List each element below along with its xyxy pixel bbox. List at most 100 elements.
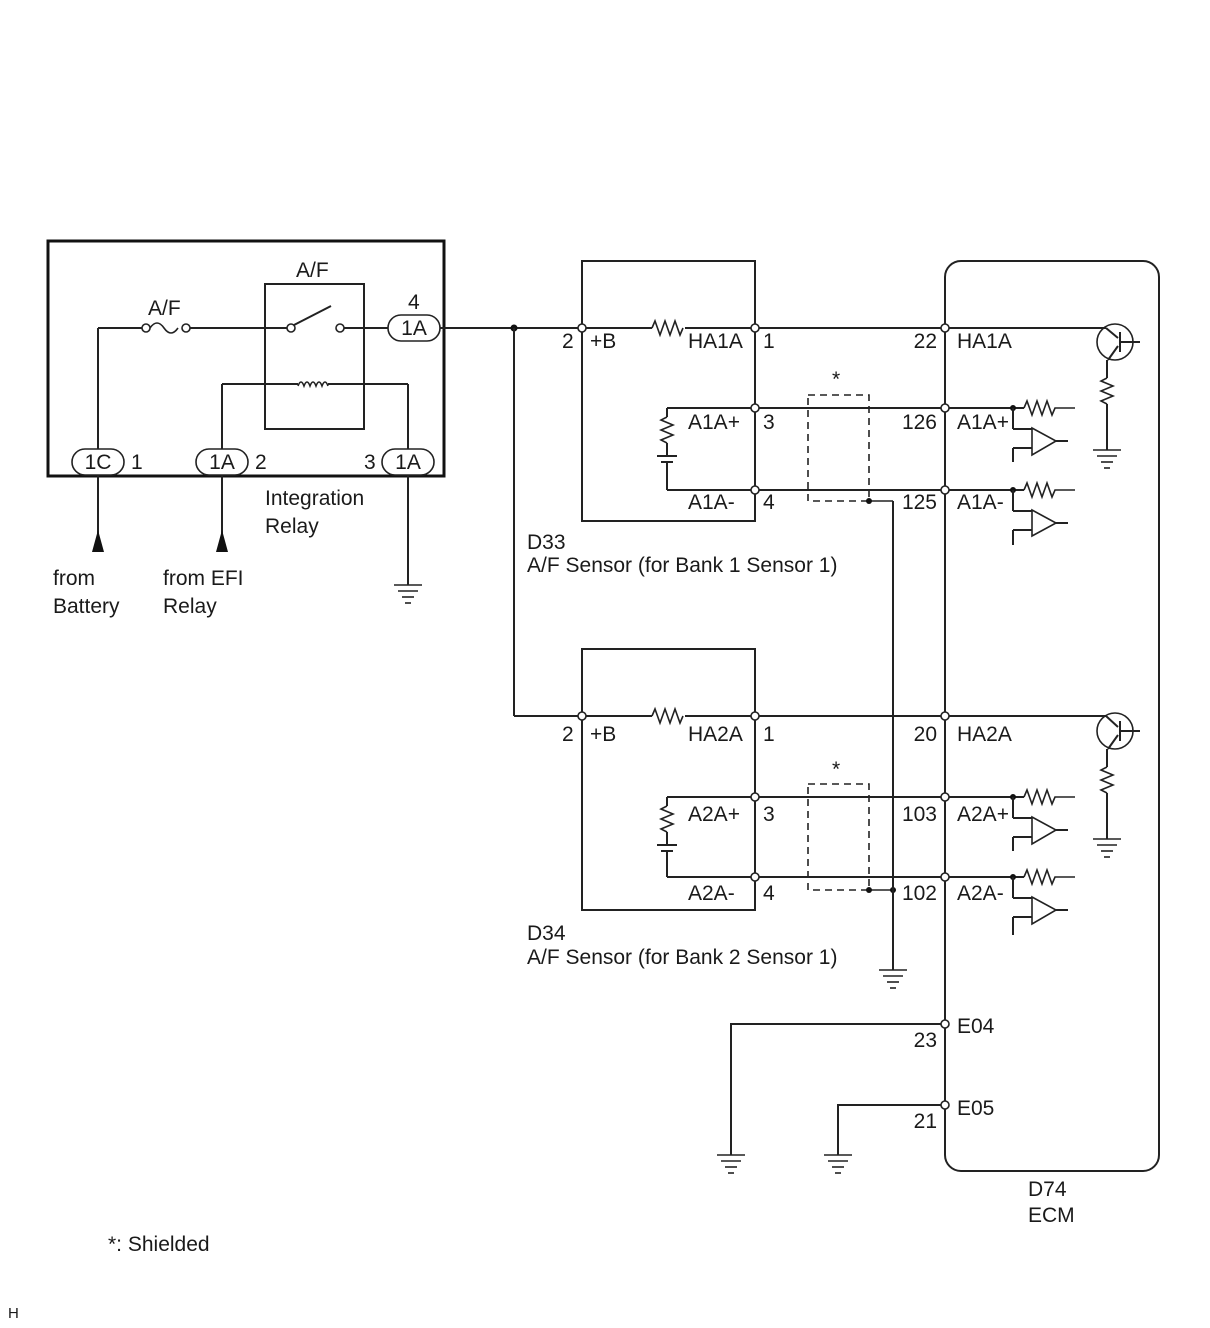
sensor-d33-pin-4 xyxy=(750,485,760,495)
sensor-d33-plus-label: A1A+ xyxy=(688,411,740,434)
sensor-d33-id: D33 xyxy=(527,531,566,554)
efi-label-line1: from EFI xyxy=(163,567,244,590)
fuse-terminal-right xyxy=(181,323,191,333)
sensor-d34-pin-b-num: 2 xyxy=(562,723,574,746)
resistor-icon xyxy=(1023,398,1075,418)
sensor-resistor-icon xyxy=(658,416,676,444)
wire-e05-ground xyxy=(837,1104,941,1155)
ecm-pin-num: 125 xyxy=(902,491,937,514)
relay-pin-4: 4 xyxy=(408,291,420,314)
fuse-terminal-left xyxy=(141,323,151,333)
shielded-legend: *: Shielded xyxy=(108,1233,210,1256)
ecm-pin-102 xyxy=(940,872,950,882)
shield-1 xyxy=(807,394,870,502)
battery-input: from Battery xyxy=(53,475,120,618)
sensor-d34-pin-3 xyxy=(750,792,760,802)
heater-resistor-icon xyxy=(651,318,684,338)
sensor-d34-plus-label: A2A+ xyxy=(688,803,740,826)
sensor-d33-name: A/F Sensor (for Bank 1 Sensor 1) xyxy=(527,554,837,577)
footer-mark: H xyxy=(8,1305,19,1322)
relay-label: A/F xyxy=(296,259,329,282)
shield-2 xyxy=(807,783,870,891)
ecm-name: ECM xyxy=(1028,1204,1075,1227)
resistor-icon xyxy=(1023,787,1075,807)
sensor-d33-box xyxy=(581,260,756,522)
ground-icon xyxy=(1093,449,1121,469)
fuse-label: A/F xyxy=(148,297,181,320)
signal-wiring: * * xyxy=(759,327,941,989)
resistor-icon xyxy=(1098,766,1116,794)
ecm-pin-20 xyxy=(940,711,950,721)
sensor-d34-plus-pin: 3 xyxy=(763,803,775,826)
ecm-pin-label: A2A- xyxy=(957,882,1004,905)
amplifier-icon xyxy=(1031,815,1058,846)
sensor-d34-heater-label: HA2A xyxy=(688,723,743,746)
relay-coil-icon xyxy=(297,381,329,389)
efi-label-line2: Relay xyxy=(163,595,217,618)
sensor-d33-heater-label: HA1A xyxy=(688,330,743,353)
sensor-d33-minus-pin: 4 xyxy=(763,491,775,514)
arrow-up-icon xyxy=(92,530,104,552)
sensor-d34-id: D34 xyxy=(527,922,566,945)
ground-icon xyxy=(394,584,422,604)
sensor-d34-pin-1 xyxy=(750,711,760,721)
resistor-icon xyxy=(1023,480,1075,500)
heater-resistor-icon xyxy=(651,706,684,726)
ecm-pin-23 xyxy=(940,1019,950,1029)
integration-relay: A/F A/F 1A 4 1C 1 1A 2 1A 3 Inte xyxy=(46,239,446,538)
connector-1a-pin4-label: 1A xyxy=(401,317,427,340)
sensor-d33-pin-b-num: 2 xyxy=(562,330,574,353)
sensor-d34-pin-b xyxy=(577,711,587,721)
sensor-d33-pin-3 xyxy=(750,403,760,413)
switch-contact-left xyxy=(286,323,296,333)
relay-name-line2: Relay xyxy=(265,515,319,538)
arrow-up-icon xyxy=(216,530,228,552)
ecm-pin-label: A2A+ xyxy=(957,803,1009,826)
ecm-pin-num: 22 xyxy=(914,330,937,353)
sensor-d33-heater-pin: 1 xyxy=(763,330,775,353)
relay-switch-box xyxy=(264,283,365,430)
sensor-d34-pin-4 xyxy=(750,872,760,882)
sensor-d33: 2 +B HA1A 1 A1A+ 3 A1A- 4 D33 A/F Sensor… xyxy=(527,260,837,577)
ecm-pin-103 xyxy=(940,792,950,802)
ecm-pin-num: 23 xyxy=(914,1029,937,1052)
ecm-pin-num: 20 xyxy=(914,723,937,746)
shield-2-mark: * xyxy=(832,758,840,781)
ecm-pin-126 xyxy=(940,403,950,413)
ground-icon xyxy=(717,1154,745,1174)
wire-e04-ground xyxy=(730,1023,941,1155)
relay-pin-2: 2 xyxy=(255,451,267,474)
switch-contact-right xyxy=(335,323,345,333)
sensor-d34: 2 +B HA2A 1 A2A+ 3 A2A- 4 D34 A/F Sensor… xyxy=(527,648,837,969)
resistor-icon xyxy=(1023,867,1075,887)
connector-1a-pin3-label: 1A xyxy=(395,451,421,474)
sensor-d33-pin-b-label: +B xyxy=(590,330,616,353)
amplifier-icon xyxy=(1031,895,1058,926)
amplifier-icon xyxy=(1031,426,1058,457)
ecm-pin-125 xyxy=(940,485,950,495)
ecm: 22 126 125 20 103 102 23 21 HA1A A1A+ A1… xyxy=(902,260,1160,1227)
sensor-d34-box xyxy=(581,648,756,911)
ecm-pin-label: A1A- xyxy=(957,491,1004,514)
ecm-pin-label: E04 xyxy=(957,1015,995,1038)
sensor-d34-pin-b-label: +B xyxy=(590,723,616,746)
resistor-icon xyxy=(1098,377,1116,405)
sensor-d34-name: A/F Sensor (for Bank 2 Sensor 1) xyxy=(527,946,837,969)
sensor-d33-minus-label: A1A- xyxy=(688,491,735,514)
sensor-d33-pin-b xyxy=(577,323,587,333)
ecm-pin-22 xyxy=(940,323,950,333)
ecm-id: D74 xyxy=(1028,1178,1067,1201)
relay-pin-1: 1 xyxy=(131,451,143,474)
sensor-d33-pin-1 xyxy=(750,323,760,333)
ecm-ground-wiring xyxy=(717,1023,941,1174)
sensor-d33-plus-pin: 3 xyxy=(763,411,775,434)
battery-label-line2: Battery xyxy=(53,595,120,618)
connector-1c-label: 1C xyxy=(85,451,112,474)
amplifier-icon xyxy=(1031,508,1058,538)
ecm-pin-num: 21 xyxy=(914,1110,937,1133)
shield-1-mark: * xyxy=(832,368,840,391)
ecm-pin-num: 102 xyxy=(902,882,937,905)
ecm-pin-label: HA1A xyxy=(957,330,1012,353)
connector-1a-pin2-label: 1A xyxy=(209,451,235,474)
